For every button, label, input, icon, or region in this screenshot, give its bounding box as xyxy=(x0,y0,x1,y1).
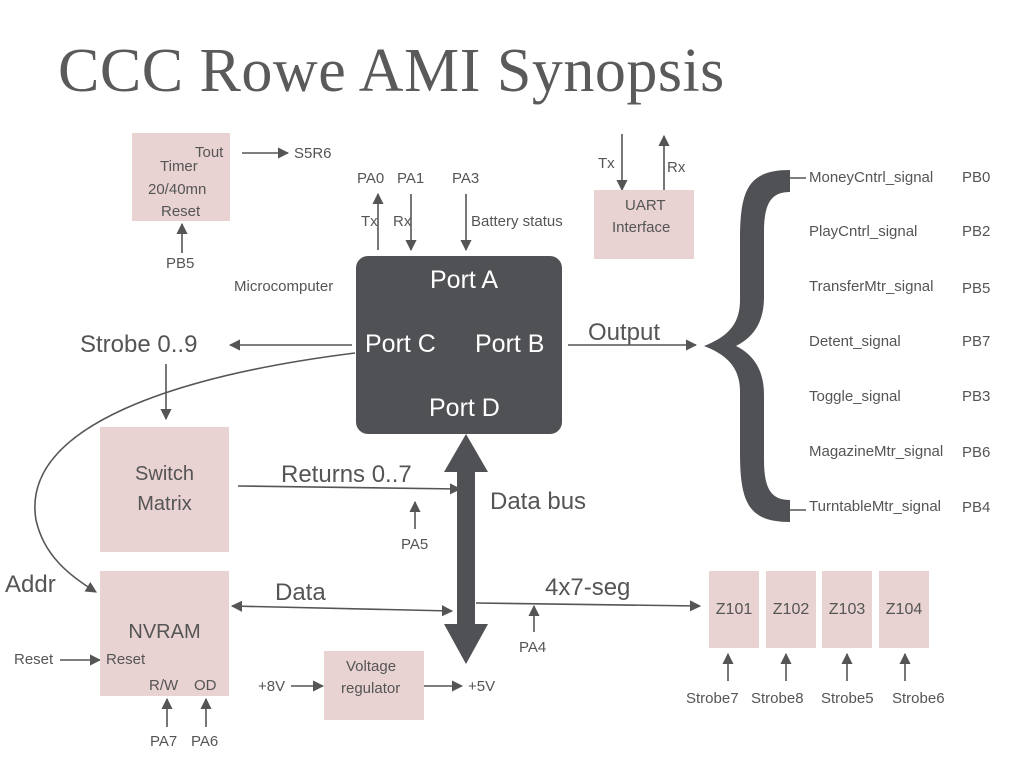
z102-box xyxy=(766,571,816,648)
port-c-label: Port C xyxy=(365,330,436,358)
regulator-label: regulator xyxy=(341,680,401,697)
z101-label: Z101 xyxy=(715,601,753,618)
pa3-pin-label: PA3 xyxy=(452,170,480,187)
microcomputer-block xyxy=(356,256,562,434)
addr-label: Addr xyxy=(5,571,56,598)
uart-label: UART xyxy=(625,197,666,214)
nvram-box xyxy=(100,571,229,696)
z104-box xyxy=(879,571,929,648)
returns-label: Returns 0..7 xyxy=(281,461,412,488)
output-label: Output xyxy=(588,319,661,346)
nvram-label: NVRAM xyxy=(128,621,201,643)
signal-pin: PB4 xyxy=(962,499,991,516)
signal-name: PlayCntrl_signal xyxy=(809,223,918,240)
timer-duration-label: 20/40mn xyxy=(148,181,207,198)
switch-matrix-box xyxy=(100,427,229,552)
data-bus-arrowhead-top xyxy=(444,434,488,472)
returns-arrow xyxy=(237,483,462,495)
z103-box xyxy=(822,571,872,648)
signal-pin: PB0 xyxy=(962,169,991,186)
strobe5-label: Strobe5 xyxy=(821,690,874,707)
uart-tx-label: Tx xyxy=(598,155,615,172)
display-pin-label: PA4 xyxy=(519,639,547,656)
nvram-rw-label: R/W xyxy=(149,677,179,694)
data-bus-arrowhead-bottom xyxy=(444,624,488,664)
signal-name: TurntableMtr_signal xyxy=(809,498,942,515)
z102-label: Z102 xyxy=(772,601,810,618)
uart-rx-label: Rx xyxy=(667,159,686,176)
data-arrow xyxy=(230,600,454,617)
signal-name: Detent_signal xyxy=(809,333,901,350)
external-reset-label: Reset xyxy=(14,651,54,668)
curly-brace xyxy=(704,170,790,522)
strobe7-label: Strobe7 xyxy=(686,690,739,707)
timer-reset-label: Reset xyxy=(161,203,201,220)
rx-signal-label: Rx xyxy=(393,213,412,230)
matrix-label: Matrix xyxy=(137,493,192,515)
pa7-pin-label: PA7 xyxy=(150,733,178,750)
v8-label: +8V xyxy=(258,678,286,695)
strobe-label: Strobe 0..9 xyxy=(80,331,198,358)
signal-name: TransferMtr_signal xyxy=(809,278,934,295)
slide-title: CCC Rowe AMI Synopsis xyxy=(58,37,725,105)
port-d-label: Port D xyxy=(429,394,500,422)
data-label: Data xyxy=(275,579,326,606)
signal-pin: PB3 xyxy=(962,388,991,405)
signal-pin: PB2 xyxy=(962,223,991,240)
v5-label: +5V xyxy=(468,678,496,695)
data-bus-shaft xyxy=(457,462,475,628)
display-arrow xyxy=(475,600,702,612)
z104-label: Z104 xyxy=(885,601,923,618)
signal-pin: PB5 xyxy=(962,280,991,297)
strobe8-label: Strobe8 xyxy=(751,690,804,707)
timer-box xyxy=(132,133,230,221)
signal-name: MoneyCntrl_signal xyxy=(809,169,934,186)
z103-label: Z103 xyxy=(828,601,866,618)
uart-box xyxy=(594,190,694,259)
timer-tout-label: Tout xyxy=(195,144,224,161)
timer-reset-source: PB5 xyxy=(166,255,195,272)
port-a-label: Port A xyxy=(430,266,499,294)
data-bus-label: Data bus xyxy=(490,488,587,515)
pa0-pin-label: PA0 xyxy=(357,170,385,187)
display-label: 4x7-seg xyxy=(545,574,631,601)
nvram-od-label: OD xyxy=(194,677,217,694)
strobe6-label: Strobe6 xyxy=(892,690,945,707)
voltage-regulator-box xyxy=(324,651,424,720)
z101-box xyxy=(709,571,759,648)
battery-status-label: Battery status xyxy=(471,213,563,230)
signal-name: MagazineMtr_signal xyxy=(809,443,944,460)
signal-name: Toggle_signal xyxy=(809,388,901,405)
pa6-pin-label: PA6 xyxy=(191,733,219,750)
tx-signal-label: Tx xyxy=(361,213,378,230)
voltage-label: Voltage xyxy=(346,658,397,675)
tout-target-label: S5R6 xyxy=(294,145,332,162)
pa1-pin-label: PA1 xyxy=(397,170,425,187)
uart-interface-label: Interface xyxy=(612,219,671,236)
signal-pin: PB6 xyxy=(962,444,991,461)
port-b-label: Port B xyxy=(475,330,545,358)
addr-curve xyxy=(34,352,356,593)
timer-label: Timer xyxy=(160,158,198,175)
microcomputer-label: Microcomputer xyxy=(234,278,334,295)
signal-pin: PB7 xyxy=(962,333,991,350)
returns-pin-label: PA5 xyxy=(401,536,429,553)
switch-label: Switch xyxy=(135,463,194,485)
nvram-reset-pin-label: Reset xyxy=(106,651,146,668)
